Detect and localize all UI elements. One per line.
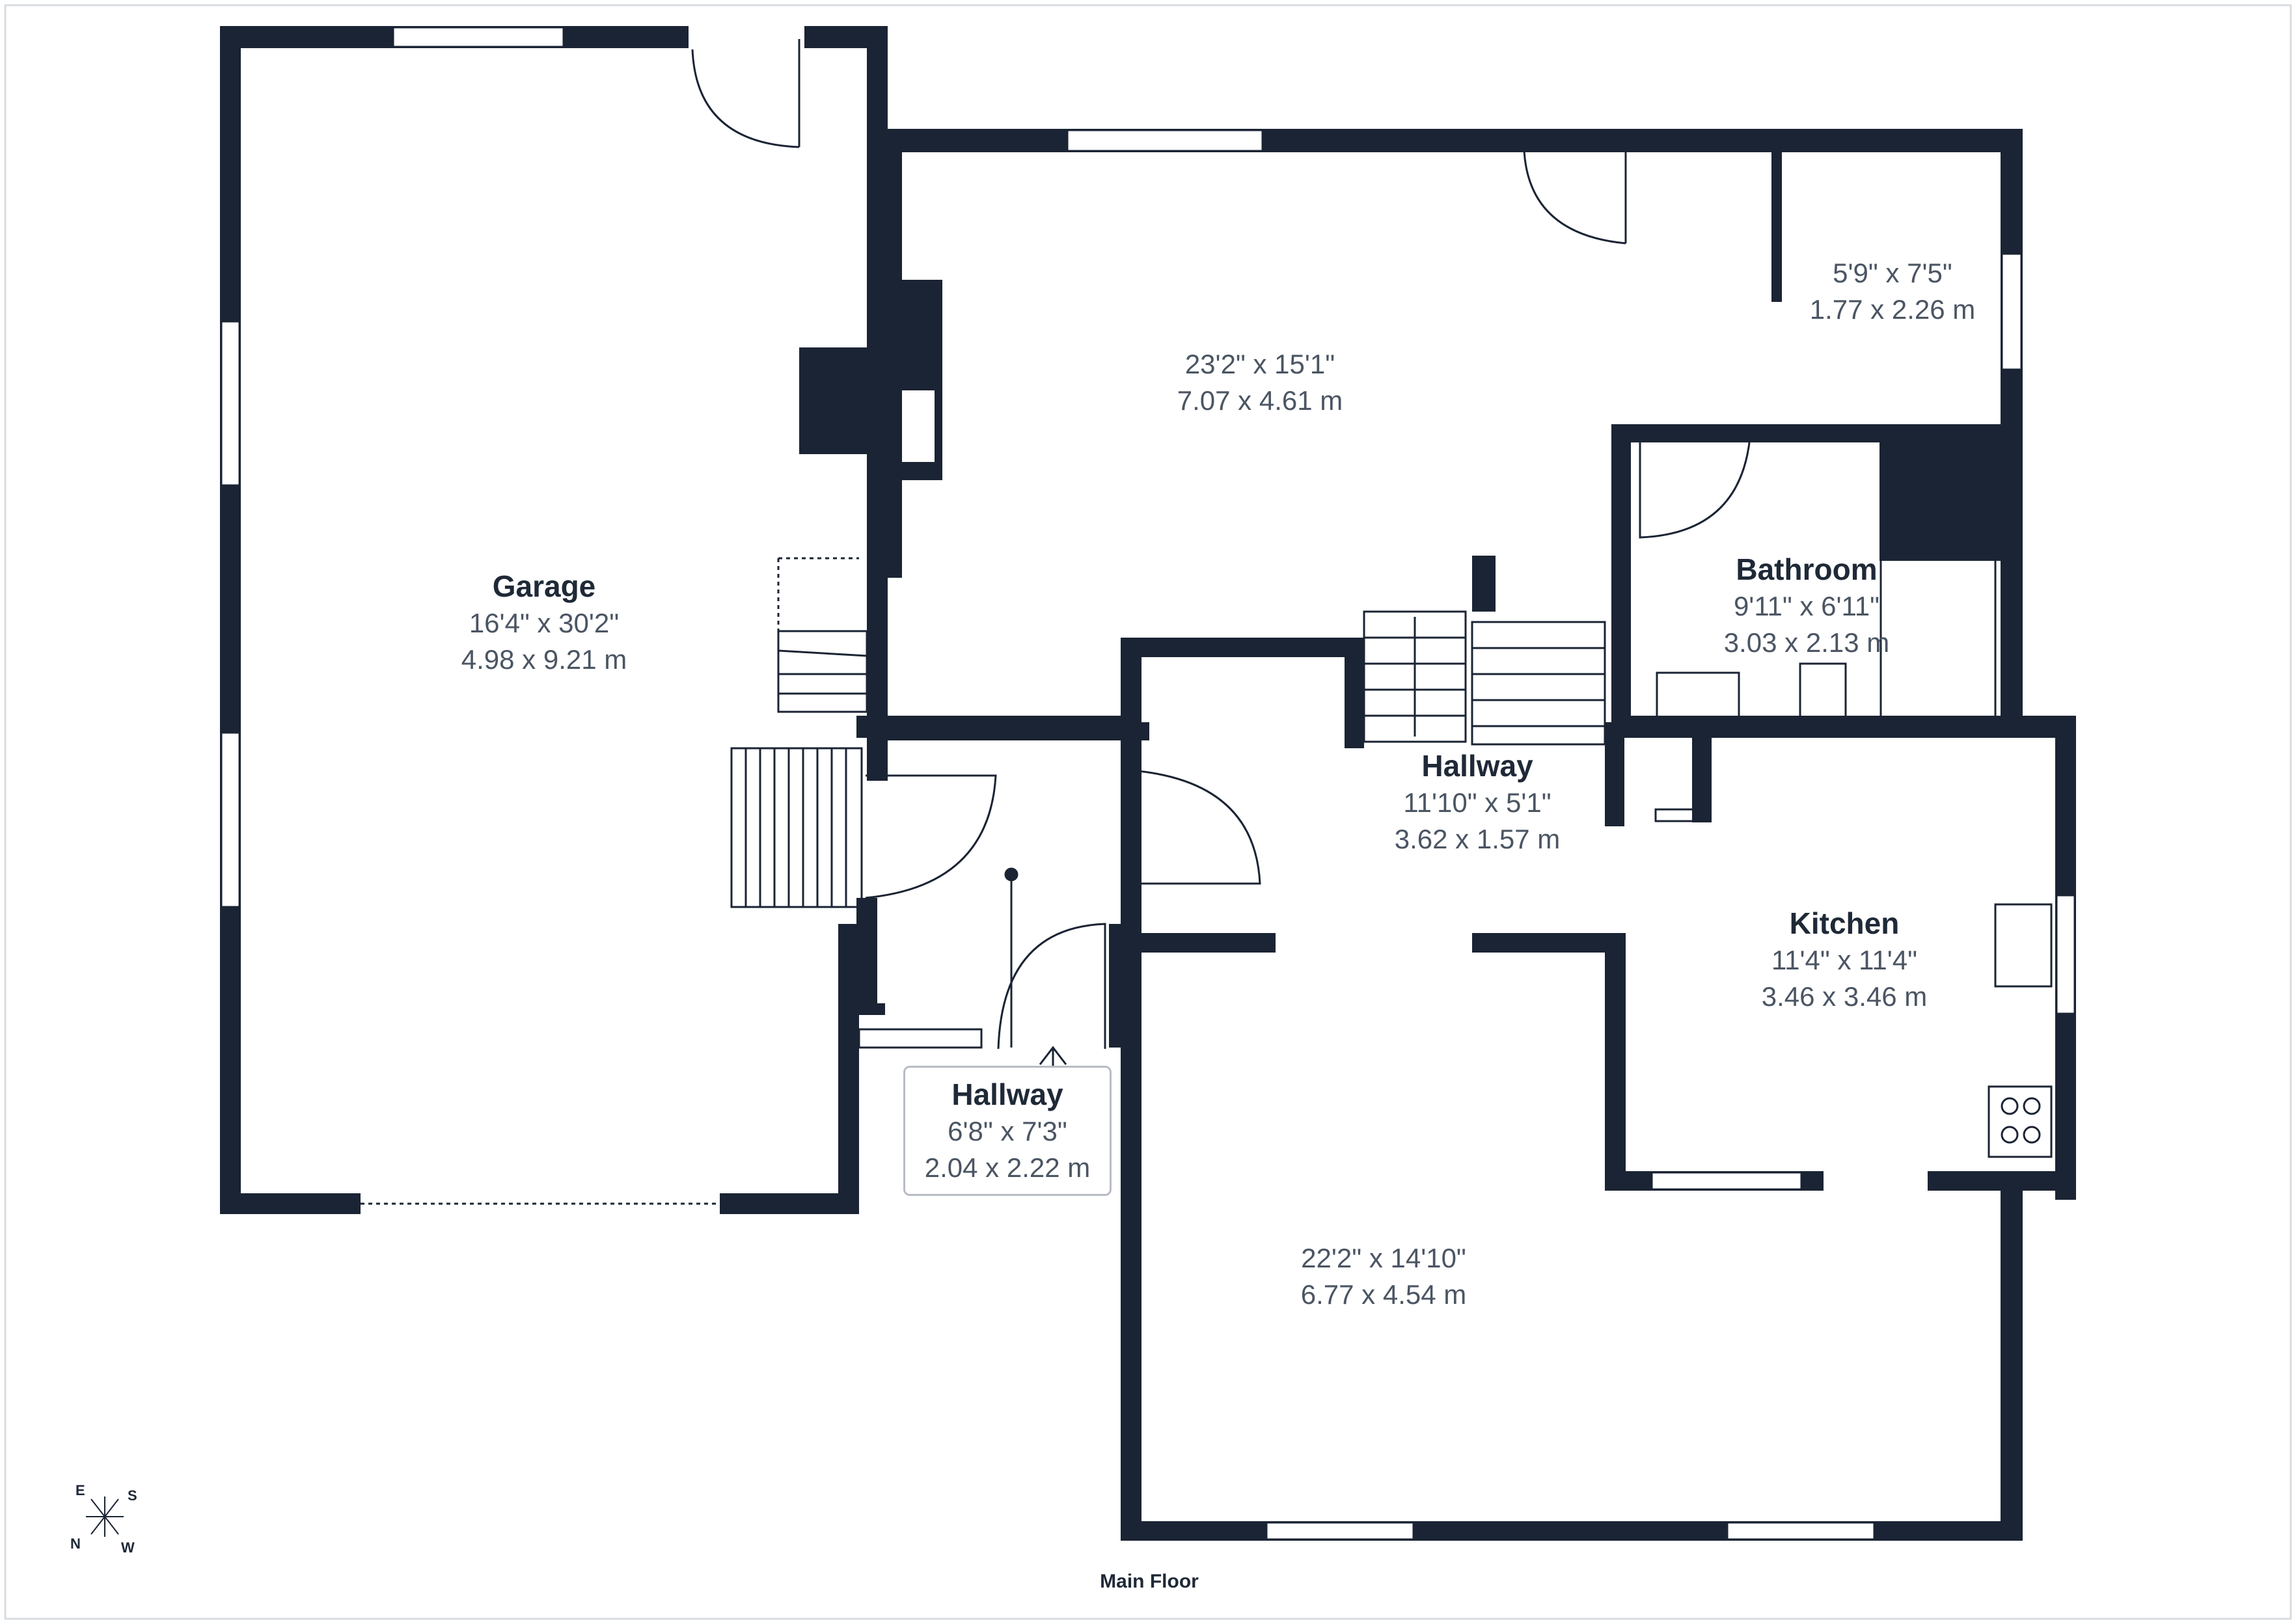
wall (1632, 129, 2023, 152)
window (1650, 1171, 1803, 1191)
wall (1121, 638, 1141, 1541)
stairs (730, 557, 1606, 908)
wall (220, 1193, 361, 1214)
window (858, 1028, 983, 1049)
wall (1109, 924, 1128, 1048)
wall (856, 1003, 885, 1015)
room-name: Hallway (1421, 749, 1533, 783)
door-swing (997, 923, 1106, 1049)
bathtub (1656, 671, 1740, 726)
wall (1771, 152, 1782, 302)
wall (1345, 638, 1364, 748)
wall (220, 26, 241, 1214)
door-swing (1639, 429, 1752, 539)
wall (838, 924, 859, 1214)
wall (1879, 424, 2001, 561)
room-metric: 2.04 x 2.22 m (924, 1152, 1091, 1183)
door-swing (691, 49, 800, 148)
room-hallway-entry: Hallway 6'8" x 7'3" 2.04 x 2.22 m (903, 1066, 1112, 1196)
room-hallway-upper: Hallway 11'10" x 5'1" 3.62 x 1.57 m (1347, 747, 1607, 858)
window (392, 26, 565, 48)
wall (1472, 933, 1614, 953)
room-metric: 3.46 x 3.46 m (1761, 981, 1928, 1012)
doors (691, 39, 1752, 1049)
wall (1121, 1521, 2023, 1541)
door-swing (865, 774, 997, 899)
room-metric: 7.07 x 4.61 m (1177, 385, 1343, 416)
wall (1611, 716, 2076, 738)
room-name: Bathroom (1736, 552, 1878, 586)
wall (2001, 1182, 2023, 1541)
compass-s: S (128, 1487, 137, 1504)
wall (1692, 738, 1712, 822)
room-garage: Garage 16'4" x 30'2" 4.98 x 9.21 m (414, 567, 674, 678)
wall (880, 129, 1718, 152)
window (1066, 129, 1264, 152)
kitchen-sink (1994, 903, 2053, 988)
room-imperial: 22'2" x 14'10" (1301, 1243, 1466, 1273)
fixtures (1654, 536, 2053, 1158)
room-metric: 1.77 x 2.26 m (1809, 294, 1976, 325)
room-imperial: 11'10" x 5'1" (1403, 787, 1551, 818)
stair-left (730, 747, 863, 908)
room-kitchen: Kitchen 11'4" x 11'4" 3.46 x 3.46 m (1714, 904, 1975, 1015)
windows (220, 26, 2076, 1541)
room-metric: 4.98 x 9.21 m (461, 644, 627, 675)
room-closet: 5'9" x 7'5" 1.77 x 2.26 m (1769, 255, 2016, 328)
fireplace-opening (898, 390, 935, 462)
walls (220, 26, 2076, 1541)
page-frame (4, 4, 2292, 1620)
cooktop (1988, 1085, 2053, 1158)
room-imperial: 23'2" x 15'1" (1184, 349, 1335, 379)
room-imperial: 5'9" x 7'5" (1833, 258, 1952, 288)
room-bathroom: Bathroom 9'11" x 6'11" 3.03 x 2.13 m (1676, 550, 1937, 661)
room-name: Garage (492, 569, 596, 603)
room-name: Kitchen (1789, 906, 1900, 940)
room-imperial: 6'8" x 7'3" (948, 1116, 1067, 1146)
compass-e: E (75, 1482, 85, 1498)
wall (2001, 129, 2023, 717)
wall (880, 129, 902, 578)
wall (1472, 556, 1496, 612)
room-metric: 6.77 x 4.54 m (1300, 1279, 1467, 1310)
wall (1611, 424, 1631, 721)
compass-n: N (70, 1536, 81, 1552)
compass-rose (86, 1496, 124, 1537)
room-imperial: 9'11" x 6'11" (1733, 591, 1880, 621)
wall (856, 716, 1141, 738)
stair-garage (777, 630, 868, 713)
wall (1141, 933, 1276, 953)
wall (1127, 638, 1356, 657)
chimney (799, 347, 867, 454)
window (2055, 894, 2076, 1015)
stair-center-a (1363, 610, 1467, 743)
wall (1605, 933, 1626, 1191)
room-imperial: 16'4" x 30'2" (469, 608, 620, 638)
room-metric: 3.03 x 2.13 m (1723, 627, 1890, 658)
shower (1879, 536, 1997, 722)
wall (1605, 722, 1624, 826)
entry-arrow (1004, 867, 1067, 1070)
toilet (1799, 662, 1847, 725)
window (2001, 252, 2023, 371)
wall (720, 1193, 859, 1214)
window (1726, 1521, 1876, 1541)
room-metric: 3.62 x 1.57 m (1394, 824, 1561, 854)
compass-w: W (121, 1539, 135, 1556)
wall (856, 898, 877, 1015)
window (220, 731, 241, 908)
door-swing (1523, 150, 1626, 245)
window (1265, 1521, 1415, 1541)
room-name: Hallway (951, 1077, 1063, 1111)
floor-title: Main Floor (1100, 1571, 1199, 1592)
room-imperial: 11'4" x 11'4" (1771, 945, 1918, 975)
stair-center-b (1471, 621, 1606, 746)
room-family: 22'2" x 14'10" 6.77 x 4.54 m (1253, 1240, 1514, 1313)
window (220, 320, 241, 487)
vanity (1654, 808, 1697, 822)
room-living: 23'2" x 15'1" 7.07 x 4.61 m (1130, 346, 1390, 419)
door-swing (1130, 769, 1261, 885)
